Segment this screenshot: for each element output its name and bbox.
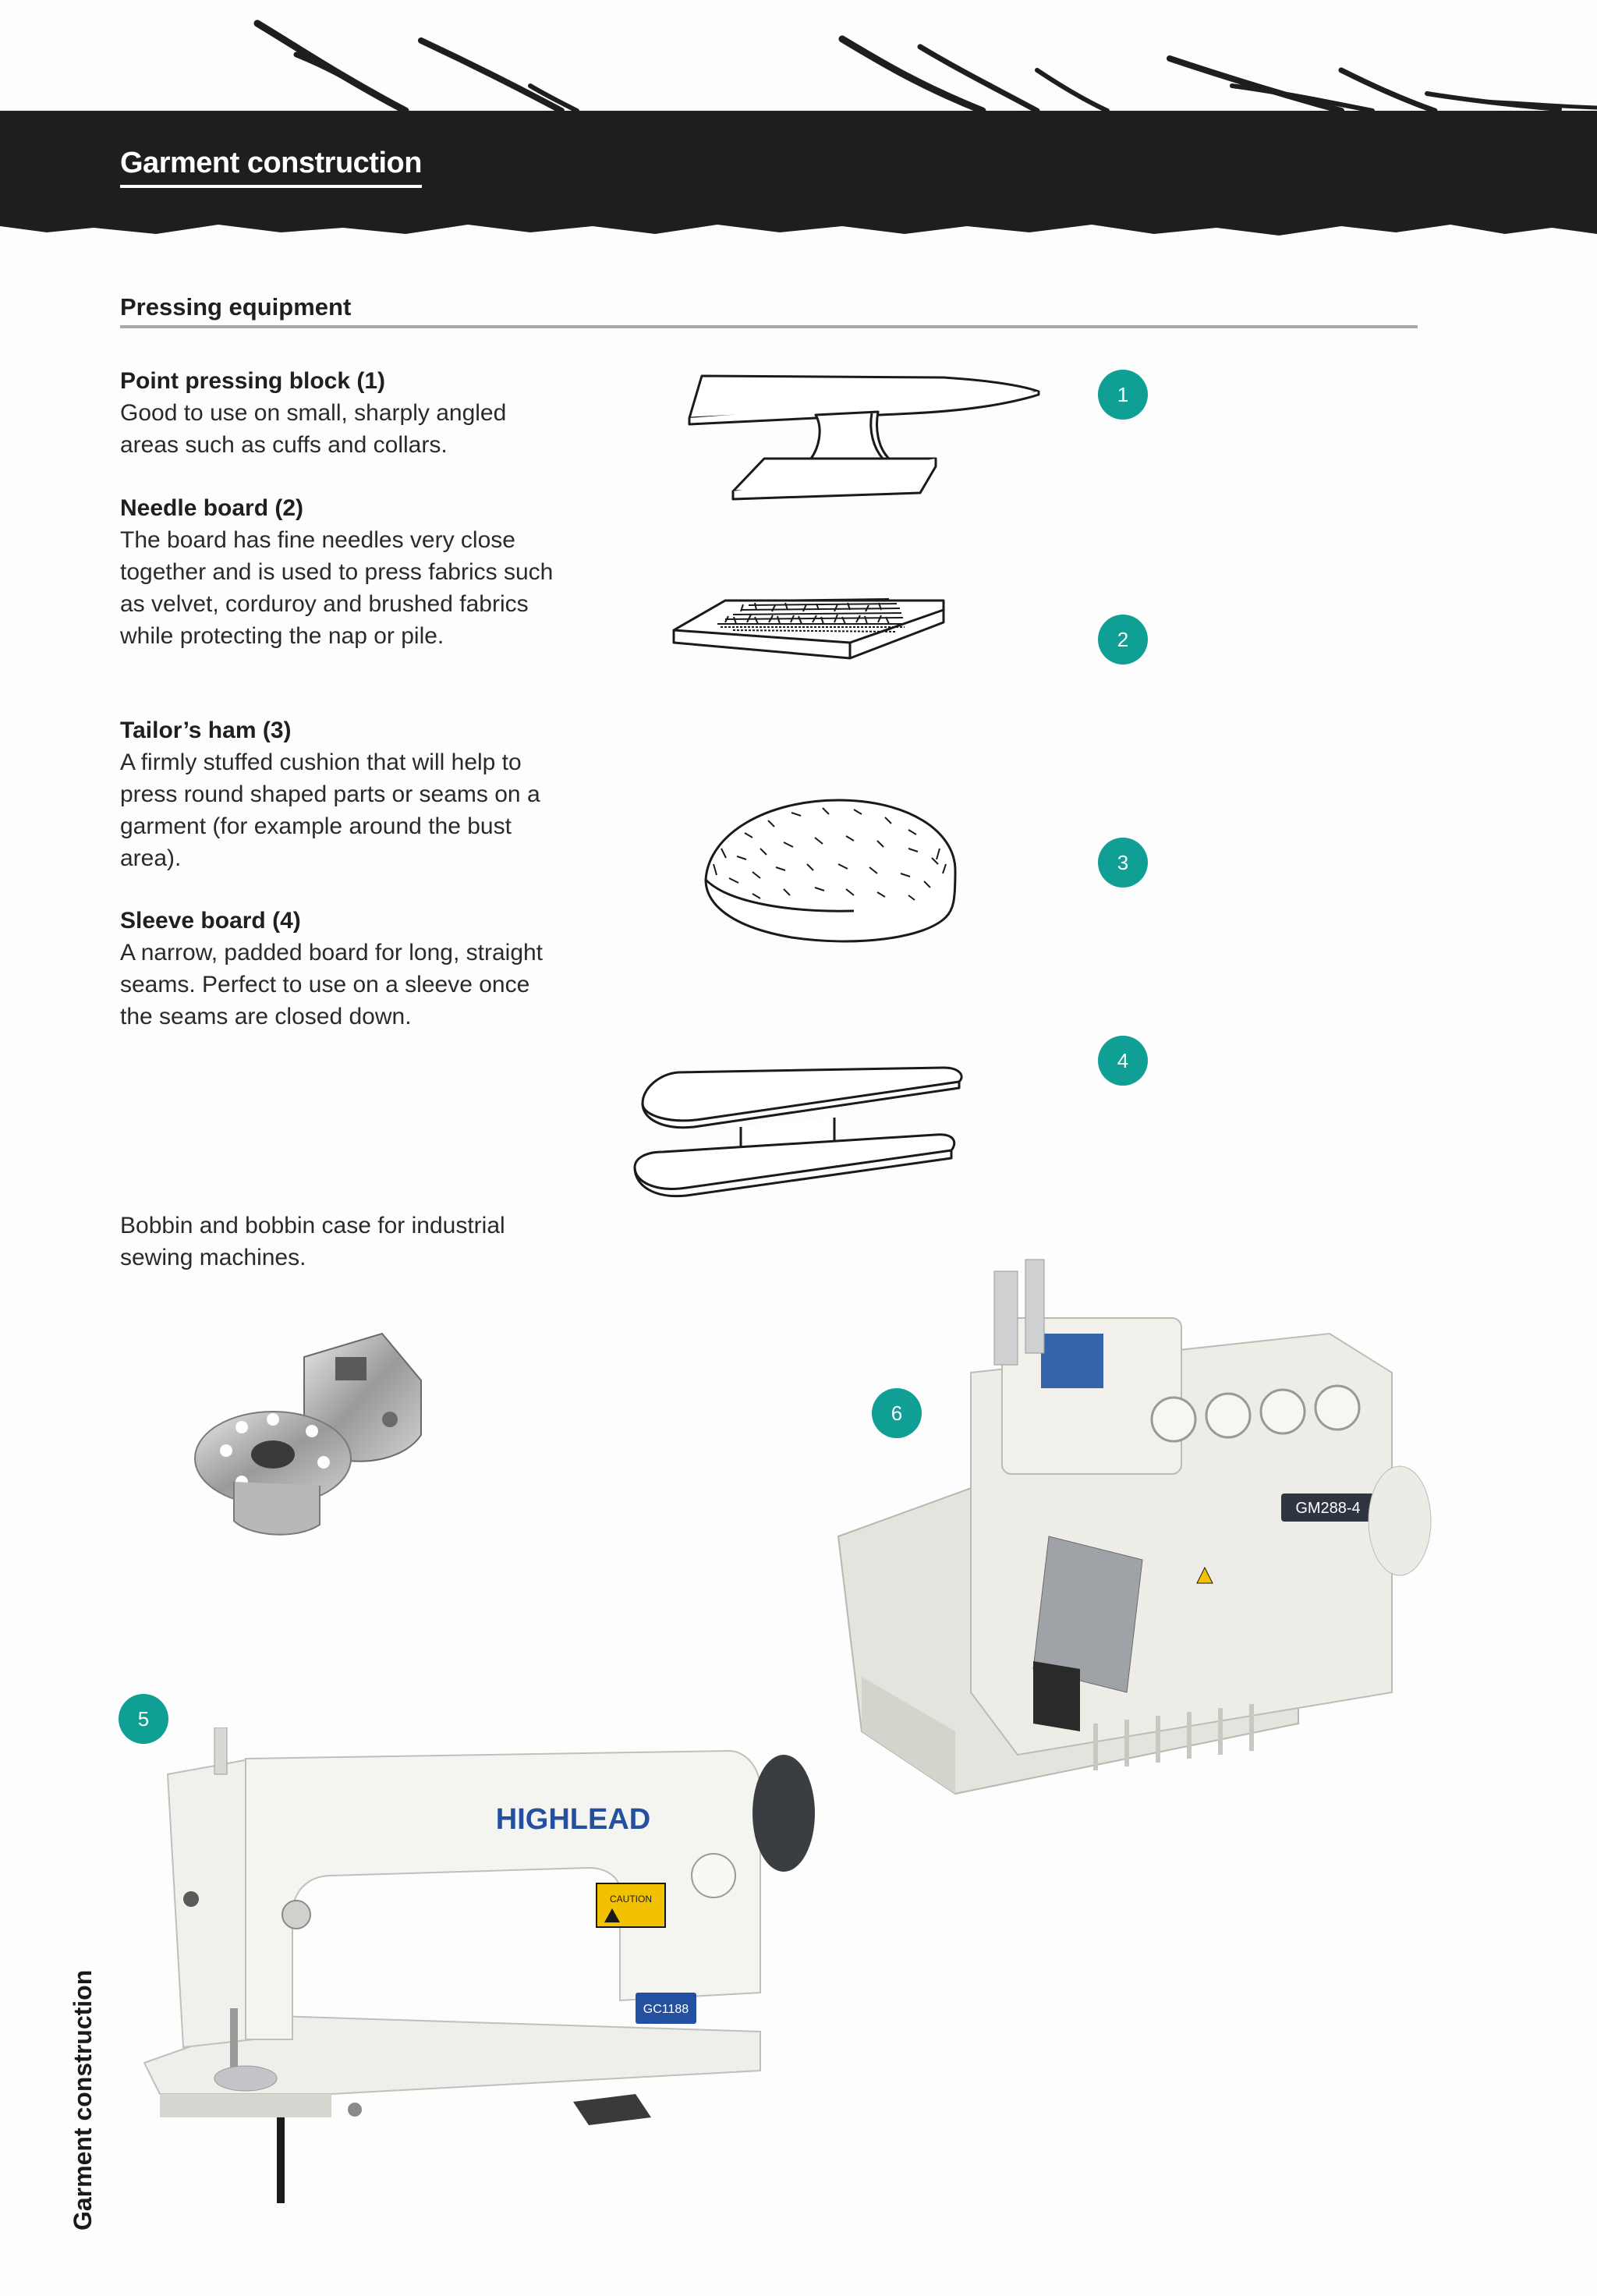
- callout-badge-1: 1: [1098, 370, 1148, 420]
- callout-badge-6: 6: [872, 1388, 922, 1438]
- lockstitch-model-label: GC1188: [643, 2003, 689, 2016]
- section-rule: [120, 325, 1418, 328]
- item-title: Sleeve board (4): [120, 908, 301, 934]
- header-banner: [0, 19, 1597, 236]
- item-description: Good to use on small, sharply angled are…: [120, 400, 507, 458]
- callout-badge-5: 5: [119, 1694, 168, 1744]
- item-tailors-ham: Tailor’s ham (3) A firmly stuffed cushio…: [120, 714, 557, 874]
- lockstitch-machine-illustration: HIGHLEAD CAUTION GC1188: [143, 1727, 815, 2203]
- item-point-pressing-block: Point pressing block (1) Good to use on …: [120, 365, 557, 461]
- bobbin-caption: Bobbin and bobbin case for industrial se…: [120, 1213, 505, 1270]
- callout-badge-2: 2: [1098, 615, 1148, 664]
- tailors-ham-illustration: [704, 799, 957, 943]
- bobbin-case-illustration: [194, 1332, 422, 1536]
- item-title: Tailor’s ham (3): [120, 718, 292, 743]
- point-pressing-block-illustration: [688, 374, 1040, 501]
- overlock-model-label: GM288-4: [1295, 1500, 1360, 1517]
- item-needle-board: Needle board (2) The board has fine need…: [120, 492, 557, 652]
- header-title: Garment construction: [120, 147, 422, 188]
- needle-board-illustration: [672, 598, 945, 660]
- sleeve-board-illustration: [633, 1066, 963, 1198]
- item-title: Needle board (2): [120, 495, 304, 521]
- item-sleeve-board: Sleeve board (4) A narrow, padded board …: [120, 905, 557, 1033]
- item-description: A narrow, padded board for long, straigh…: [120, 940, 544, 1029]
- item-description: A firmly stuffed cushion that will help …: [120, 749, 540, 871]
- side-label: Garment construction: [69, 1969, 97, 2230]
- callout-badge-3: 3: [1098, 838, 1148, 888]
- callout-badge-4: 4: [1098, 1036, 1148, 1086]
- item-description: The board has fine needles very close to…: [120, 527, 554, 649]
- caution-label: CAUTION: [610, 1894, 652, 1904]
- highlead-brand-label: HIGHLEAD: [496, 1803, 650, 1836]
- section-heading: Pressing equipment: [120, 293, 352, 321]
- item-title: Point pressing block (1): [120, 368, 386, 394]
- overlock-machine-illustration: GM288-4: [837, 1259, 1432, 1795]
